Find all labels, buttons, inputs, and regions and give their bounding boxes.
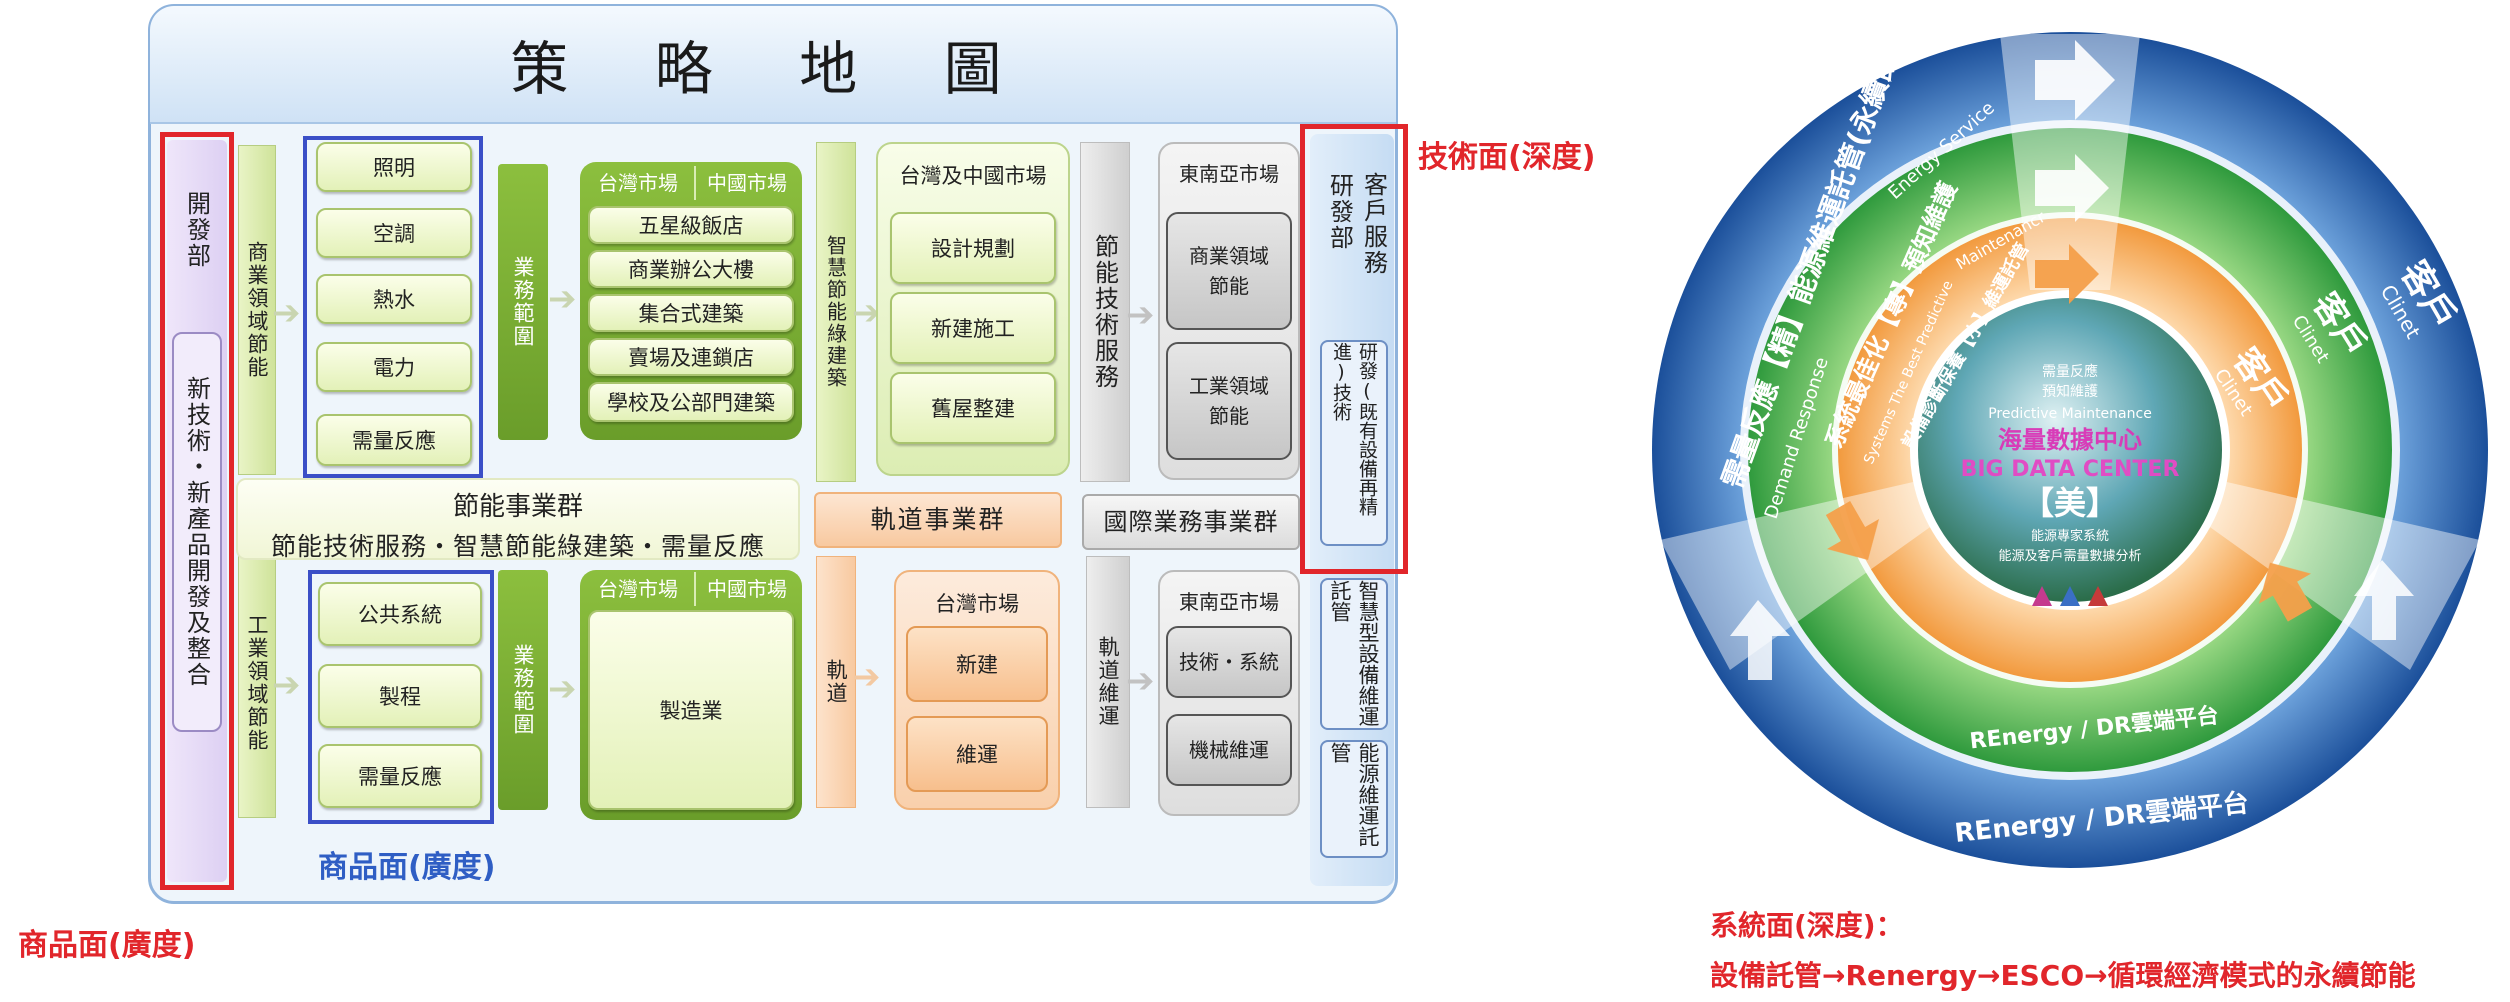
system-circle-diagram: 需量反應【精】能源維運託管(永續節能) Demand Response Ener… [1652,20,2488,868]
arrow-right-icon: ➔ [1126,661,1155,701]
rail-header: 台灣市場 [935,592,1019,616]
market-tab-china: 中國市場 [694,572,798,606]
flow-arrow-icon [1825,244,2313,622]
product-item: 照明 [316,142,472,192]
product-breadth-outer-annotation: 商品面(廣度) [18,928,196,963]
center-en: BIG DATA CENTER [1961,457,2180,482]
service-energy-mgmt: 能源維運託管 [1320,740,1388,858]
energy-group-title: 節能事業群 [452,492,583,522]
intl-sea-item: 機械維運 [1166,714,1292,786]
business-scope-bottom: 業務範圍 [498,570,548,810]
product-breadth-red-frame [160,132,234,890]
smart-building-column: 智慧節能綠建築 [816,142,856,482]
product-item: 電力 [316,342,472,392]
arrow-right-icon: ➔ [1126,295,1155,335]
business-scope-top: 業務範圍 [498,164,548,440]
arrow-right-icon: ➔ [272,293,301,333]
product-blue-frame-bottom [308,570,494,824]
market-item: 商業辦公大樓 [588,250,794,288]
center-bottom-1: 能源專家系統 [2031,528,2109,544]
smart-building-item: 設計規劃 [890,212,1056,284]
product-item: 需量反應 [318,744,482,808]
intl-sea-item: 工業領域節能 [1166,342,1292,460]
intl-group-banner: 國際業務事業群 [1082,494,1300,550]
market-item: 五星級飯店 [588,206,794,244]
flow-arrow-icon [1730,560,2414,680]
product-item: 需量反應 [316,414,472,466]
center-top-2: 預知維護 [2042,383,2098,400]
product-item: 空調 [316,208,472,258]
sector-right [2200,480,2480,670]
product-breadth-inner-annotation: 商品面(廣度) [318,850,496,885]
market-item: 學校及公部門建築 [588,382,794,422]
rail-item: 維運 [906,716,1048,792]
arrow-right-icon: ➔ [852,657,881,697]
commercial-domain-column: 商業領域節能 [238,145,276,475]
service-rd-box: 研發(既有設備再精進)技術 [1320,340,1388,546]
flow-arrow-icon [2035,40,2115,222]
arrow-right-icon: ➔ [852,293,881,333]
rail-item: 新建 [906,626,1048,702]
intl-rail-maint-column: 軌道維運 [1086,556,1130,808]
center-mark: 【美】 [2022,484,2118,522]
page-title: 策 略 地 圖 [510,35,1036,103]
product-blue-frame-top [303,136,483,478]
industrial-domain-column: 工業領域節能 [238,548,276,818]
title-bar: 策 略 地 圖 [150,6,1396,124]
service-smart-mgmt: 智慧型設備維運託管 [1320,578,1388,730]
center-bottom-2: 能源及客戶需量數據分析 [1998,548,2141,564]
arrow-right-icon: ➔ [272,665,301,705]
product-item: 公共系統 [318,582,482,646]
system-path-annotation: 設備託管→Renergy→ESCO→循環經濟模式的永續節能 [1710,959,2416,992]
smart-building-header: 台灣及中國市場 [899,164,1047,188]
center-top-3: Predictive Maintenance [1988,406,2152,422]
rail-group-banner: 軌道事業群 [814,492,1062,548]
product-item: 熱水 [316,274,472,324]
center-title: 海量數據中心 [1998,426,2142,454]
intl-tech-service-column: 節能技術服務 [1080,142,1130,482]
tech-depth-red-frame [1300,124,1408,574]
rd-sub-label: 新技術・新產品開發及整合 [172,332,222,732]
energy-group-banner: 節能事業群 節能技術服務・智慧節能綠建築・需量反應 [236,478,800,561]
center-top-1: 需量反應 [2042,363,2098,380]
tech-depth-annotation: 技術面(深度) [1418,140,1596,175]
product-item: 製程 [318,664,482,728]
smart-building-item: 新建施工 [890,292,1056,364]
intl-sea-item: 技術・系統 [1166,626,1292,698]
market-tab-china: 中國市場 [694,166,798,200]
rd-dept-label: 開發部 [182,191,211,269]
big-data-center [1918,298,2222,602]
market-tab-taiwan: 台灣市場 [598,577,678,601]
service-customer-label: 客戶服務 [1359,172,1388,276]
market-item: 集合式建築 [588,294,794,332]
system-depth-annotation: 系統面(深度)： [1710,909,1904,942]
energy-group-subtitle: 節能技術服務・智慧節能綠建築・需量反應 [270,532,765,561]
arrow-right-icon: ➔ [548,669,577,709]
smart-building-item: 舊屋整建 [890,372,1056,444]
intl-sea-header: 東南亞市場 [1179,162,1279,186]
market-tab-taiwan: 台灣市場 [598,171,678,195]
arrow-right-icon: ➔ [548,279,577,319]
market-item: 賣場及連鎖店 [588,338,794,376]
rail-column: 軌道 [816,556,856,808]
intl-sea-item: 商業領域節能 [1166,212,1292,330]
service-rd-label: 研發部 [1325,173,1354,251]
intl-sea-header: 東南亞市場 [1179,590,1279,614]
center-triangle-icons [2032,586,2108,606]
market-item-manufacturing: 製造業 [588,610,794,810]
